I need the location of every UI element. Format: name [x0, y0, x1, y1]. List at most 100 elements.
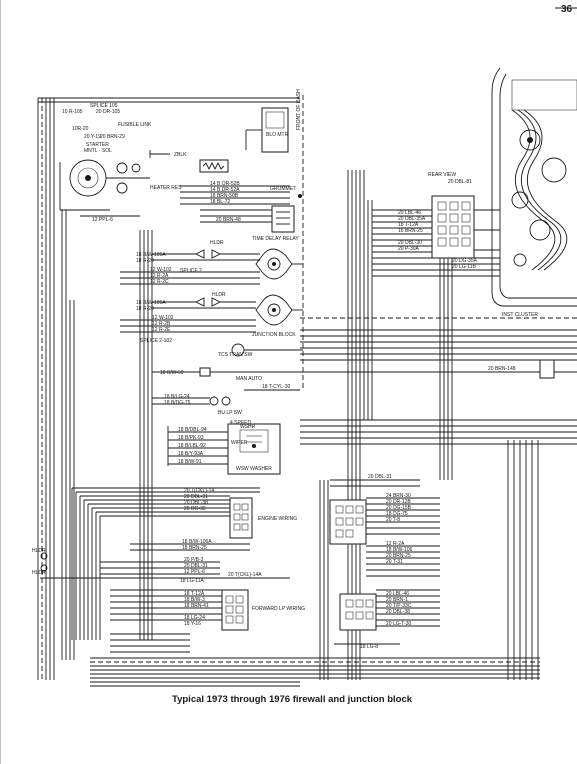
svg-text:12 W-102: 12 W-102 [152, 315, 174, 321]
svg-text:WSHR: WSHR [240, 424, 256, 430]
svg-text:20 DBL-31: 20 DBL-31 [368, 474, 392, 480]
holder-lower: HLDR 18 B/W-106A 18 R-20 12 W-102 12 R-2… [120, 292, 256, 344]
svg-text:18 BRN-25: 18 BRN-25 [182, 545, 207, 551]
svg-text:20 T(CKL)-14A: 20 T(CKL)-14A [228, 572, 262, 578]
svg-text:18 B/W-59: 18 B/W-59 [160, 370, 184, 376]
svg-text:12 R-2A: 12 R-2A [386, 541, 405, 547]
svg-text:18 B/DBL-94: 18 B/DBL-94 [178, 427, 207, 433]
svg-text:20 BRN-48: 20 BRN-48 [216, 217, 241, 223]
svg-text:4 SPEED: 4 SPEED [230, 420, 252, 426]
svg-text:BU LP SW: BU LP SW [218, 410, 242, 416]
svg-text:WIPER: WIPER [231, 440, 248, 446]
svg-text:FUSIBLE LINK: FUSIBLE LINK [118, 122, 152, 128]
forward-lamp-block: FORWARD LP WIRING 18 T-12A 18 B/W-3 18 B… [110, 589, 305, 653]
svg-text:12 R-2A: 12 R-2A [150, 273, 169, 279]
svg-text:18 Y-16: 18 Y-16 [184, 621, 201, 627]
svg-text:STARTER: STARTER [86, 142, 109, 148]
svg-text:FORWARD LP WIRING: FORWARD LP WIRING [252, 606, 305, 612]
bottom-harness [90, 657, 540, 687]
engine-wiring-block: 20 T(CKL)-14 20 DBL-31 20 DBL-38 20 DG-3… [40, 487, 297, 640]
instrument-cluster: INST CLUSTER [300, 67, 577, 319]
svg-text:20 T-31: 20 T-31 [386, 559, 403, 565]
svg-text:20 Y-19: 20 Y-19 [84, 134, 101, 140]
svg-text:20 T/P-33C: 20 T/P-33C [386, 603, 412, 609]
holder-upper: HLDR 18 B/W-106A 18 R-20 SPLICE 2 12 W-1… [120, 240, 260, 285]
svg-text:20 DBL-81: 20 DBL-81 [448, 179, 472, 185]
svg-text:18 B/LBL-92: 18 B/LBL-92 [178, 443, 206, 449]
svg-text:WSW WASHER: WSW WASHER [236, 466, 272, 472]
svg-text:18 BRN-50B: 18 BRN-50B [210, 193, 239, 199]
svg-text:18 B/W-3: 18 B/W-3 [184, 597, 205, 603]
svg-text:12 R-2C: 12 R-2C [150, 279, 169, 285]
figure-caption: Typical 1973 through 1976 firewall and j… [172, 694, 413, 705]
svg-text:10R-20: 10R-20 [72, 126, 89, 132]
svg-text:18 T-12A: 18 T-12A [184, 591, 205, 597]
svg-text:SPLICE 105: SPLICE 105 [90, 103, 118, 109]
svg-text:18 B/Y-93A: 18 B/Y-93A [178, 451, 204, 457]
svg-text:20 BRN-148: 20 BRN-148 [488, 366, 516, 372]
blower-motor: BLO MTR [245, 107, 289, 153]
svg-text:FRONT OF DASH: FRONT OF DASH [296, 89, 302, 130]
svg-text:14 B OR-52B: 14 B OR-52B [210, 181, 240, 187]
svg-text:20 DG-15B: 20 DG-15B [386, 505, 412, 511]
svg-text:ENGINE WIRING: ENGINE WIRING [258, 516, 297, 522]
svg-text:ZBLK: ZBLK [174, 152, 187, 158]
svg-text:18 LG-24: 18 LG-24 [184, 615, 205, 621]
svg-text:20 P-30A: 20 P-30A [398, 246, 420, 252]
svg-text:20 T-8: 20 T-8 [386, 517, 400, 523]
svg-text:12 R-2E: 12 R-2E [152, 327, 171, 333]
svg-text:18 T-CYL-30: 18 T-CYL-30 [262, 384, 290, 390]
left-harness [37, 97, 300, 680]
svg-text:12 W-102: 12 W-102 [150, 267, 172, 273]
junction-block-label: JUNCTION BLOCK [252, 332, 296, 338]
right-horizontal-harness: 20 BRN-148 [300, 329, 577, 445]
left-holders: HLDR HLDR [32, 548, 48, 576]
backup-lamp-switch: MAN AUTO 18 T-CYL-30 18 B/LG-24 18 B/DG-… [152, 376, 300, 426]
svg-text:20 DBL-38: 20 DBL-38 [386, 609, 410, 615]
svg-text:16 BRN-25: 16 BRN-25 [398, 228, 423, 234]
svg-text:20 BRN-29: 20 BRN-29 [100, 134, 125, 140]
svg-text:TIME DELAY RELAY: TIME DELAY RELAY [252, 236, 299, 242]
svg-text:18 R-20: 18 R-20 [136, 258, 154, 264]
connector-lower [255, 294, 303, 326]
svg-text:18 B/W-106A: 18 B/W-106A [136, 300, 166, 306]
svg-text:MNTL - SOL: MNTL - SOL [84, 148, 112, 154]
svg-text:TCS TRAN SW: TCS TRAN SW [218, 352, 253, 358]
svg-text:18 BL-72: 18 BL-72 [210, 199, 231, 205]
connector-lower-right: 20 LBL-46 20 BRN-1 20 T/P-33C 20 DBL-38 … [334, 589, 440, 650]
starter-area: SPLICE 105 10 R-105 20 DR-105 10R-20 20 … [59, 103, 187, 223]
svg-text:18 LG-8: 18 LG-8 [360, 644, 378, 650]
svg-text:20 LG-11B: 20 LG-11B [452, 264, 476, 270]
tcs-tran-switch: TCS TRAN SW [218, 343, 303, 358]
svg-text:20 T(CKL)-14: 20 T(CKL)-14 [184, 488, 214, 494]
connector-upper [255, 248, 303, 280]
svg-text:HLDR: HLDR [32, 548, 46, 554]
svg-text:20 LBL-46: 20 LBL-46 [398, 210, 421, 216]
svg-text:20 DR-12B: 20 DR-12B [386, 499, 411, 505]
svg-text:18 B/W-106A: 18 B/W-106A [136, 252, 166, 258]
svg-text:20 LG-T-30: 20 LG-T-30 [386, 621, 412, 627]
svg-text:20 BRN-1: 20 BRN-1 [386, 597, 408, 603]
svg-text:20 DBL-38: 20 DBL-38 [184, 500, 208, 506]
svg-text:12 PPL-6: 12 PPL-6 [184, 569, 205, 575]
svg-text:20 BRN-25: 20 BRN-25 [386, 553, 411, 559]
line-59: 18 B/W-59 [152, 367, 303, 377]
svg-text:INST CLUSTER: INST CLUSTER [502, 312, 538, 318]
fuse-block: REAR VIEW 20 DBL-81 20 LBL-46 20 DBL-35A… [372, 172, 500, 277]
svg-text:HLDR: HLDR [210, 240, 224, 246]
svg-text:20 DBL-31: 20 DBL-31 [184, 494, 208, 500]
svg-text:18 B/PK-93: 18 B/PK-93 [178, 435, 204, 441]
svg-text:12 PPL-6: 12 PPL-6 [92, 217, 113, 223]
svg-text:HEATER RES: HEATER RES [150, 185, 182, 191]
svg-text:18 B/DG-75: 18 B/DG-75 [164, 400, 191, 406]
svg-text:MAN AUTO: MAN AUTO [236, 376, 262, 382]
svg-text:18 R-20: 18 R-20 [136, 306, 154, 312]
svg-text:BLO MTR: BLO MTR [266, 132, 289, 138]
svg-text:20 DBL-35A: 20 DBL-35A [398, 216, 426, 222]
svg-text:20 LBL-46: 20 LBL-46 [386, 591, 409, 597]
svg-text:18 B/LG-24: 18 B/LG-24 [164, 394, 190, 400]
washer-group: 18 B/DBL-94 18 B/PK-93 18 B/LBL-92 18 B/… [167, 423, 281, 475]
svg-text:18 LG-11A: 18 LG-11A [180, 578, 204, 584]
svg-text:GROMMET: GROMMET [270, 186, 296, 192]
